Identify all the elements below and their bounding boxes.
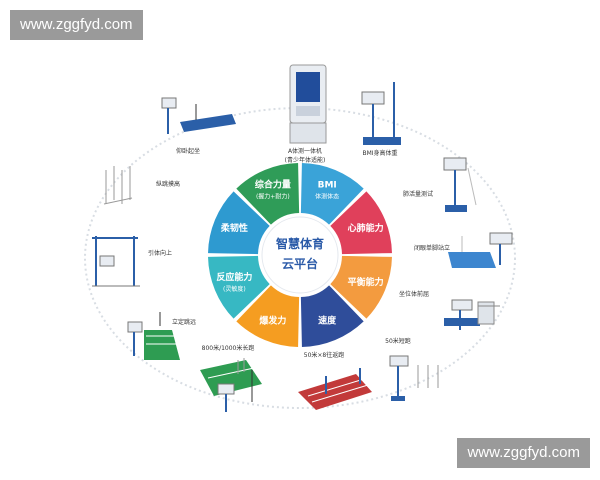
device-label-11: 仰卧起坐	[176, 147, 200, 155]
sector-label-1: 心肺能力	[348, 222, 384, 234]
sector-2	[330, 255, 392, 319]
device-label-8: 立定跳远	[172, 318, 196, 326]
device-label-3: 闭眼单脚站立	[414, 244, 450, 252]
device-situp-bench	[161, 97, 236, 134]
sector-label-5: 反应能力	[216, 271, 252, 283]
device-label-10: 纵跳摸高	[156, 180, 180, 188]
sector-label-3: 速度	[318, 315, 337, 327]
sector-sublabel-5: (灵敏度)	[223, 285, 246, 293]
center-title-line2: 云平台	[282, 256, 318, 271]
device-sublabel-0: (青少年体适能)	[285, 156, 326, 164]
sector-4	[236, 285, 300, 347]
sector-3	[300, 285, 364, 347]
device-sprint-posts	[389, 355, 439, 401]
sector-label-6: 柔韧性	[220, 222, 248, 234]
device-label-9: 引体向上	[148, 249, 172, 257]
device-balance-mat	[448, 232, 513, 268]
sector-label-4: 爆发力	[259, 315, 286, 327]
device-label-1: BMI身高体重	[362, 149, 397, 157]
sector-6	[208, 191, 270, 255]
sector-sublabel-7: (握力+耐力)	[256, 192, 290, 200]
center-circle	[261, 216, 339, 294]
center-title-line1: 智慧体育	[275, 236, 324, 251]
device-label-5: 50米短跑	[385, 337, 411, 345]
sector-0	[300, 163, 364, 225]
device-kiosk	[289, 64, 327, 144]
device-label-7: 800米/1000米长跑	[202, 344, 255, 352]
sector-7	[236, 163, 300, 225]
device-vertical-jump	[103, 166, 133, 205]
device-label-4: 坐位体前屈	[399, 290, 429, 298]
sector-label-7: 综合力量	[255, 178, 291, 190]
device-label-6: 50米×8往返跑	[304, 351, 344, 359]
device-sit-reach	[444, 299, 500, 330]
device-bmi-scale	[361, 82, 401, 145]
device-shuttle-track	[298, 368, 372, 410]
device-spirometer	[443, 157, 477, 212]
sector-5	[208, 255, 270, 319]
sector-label-0: BMI	[318, 180, 337, 190]
sector-1	[330, 191, 392, 255]
sector-label-2: 平衡能力	[348, 276, 384, 288]
device-long-run-track	[200, 358, 262, 412]
sector-sublabel-0: 体测体态	[315, 192, 339, 200]
watermark-top-left: www.zggfyd.com	[10, 10, 143, 40]
device-label-0: A体测一体机	[288, 147, 322, 155]
device-label-2: 肺活量测试	[403, 190, 433, 198]
device-pullup-bar	[92, 236, 140, 287]
watermark-bottom-right: www.zggfyd.com	[457, 438, 590, 468]
device-long-jump	[127, 312, 180, 360]
device-group: A体测一体机 (青少年体适能) BMI身高体重 肺活量测试 闭眼单脚站立	[92, 64, 513, 412]
